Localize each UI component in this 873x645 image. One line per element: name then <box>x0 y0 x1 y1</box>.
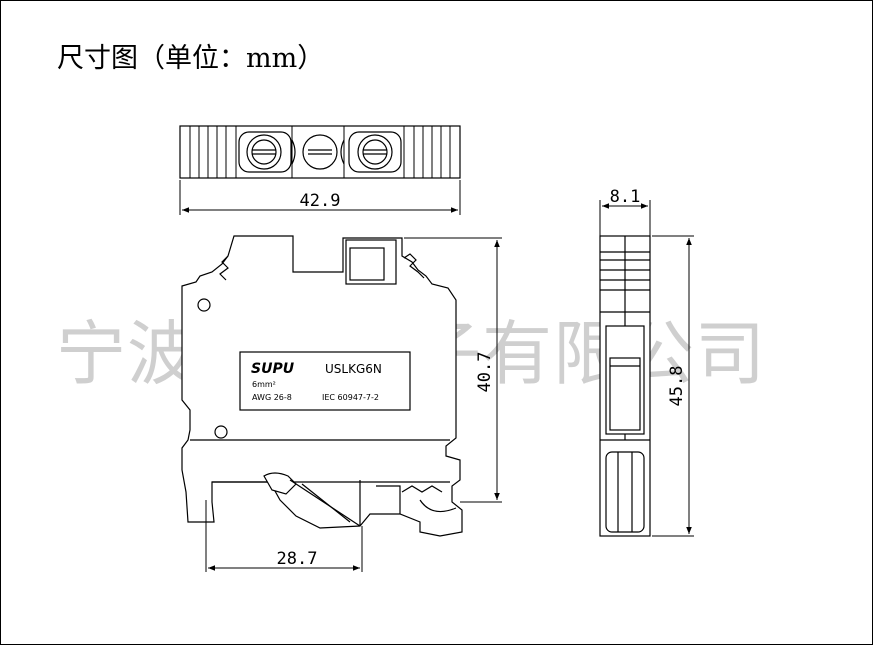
marking-label: SUPU USLKG6N 6mm² AWG 26-8 IEC 60947-7-2 <box>239 351 411 411</box>
drawing-title: 尺寸图（单位：mm） <box>57 43 325 74</box>
dimension-side-width-value: 8.1 <box>610 187 641 207</box>
side-view <box>599 235 651 537</box>
dimension-top-width <box>179 180 461 215</box>
label-model: USLKG6N <box>325 362 382 376</box>
label-awg: AWG 26-8 <box>252 393 292 402</box>
label-cross-section: 6mm² <box>252 380 276 389</box>
dimension-side-height-value: 45.8 <box>667 366 687 407</box>
label-standard: IEC 60947-7-2 <box>322 393 379 402</box>
dimension-side-width <box>599 200 651 236</box>
dimension-side-height <box>652 235 694 537</box>
screw-left-icon <box>246 134 282 170</box>
dimension-base-width <box>205 500 363 572</box>
dimension-front-height-value: 40.7 <box>475 352 495 393</box>
label-brand: SUPU <box>251 361 295 377</box>
screw-right-icon <box>357 134 393 170</box>
dimension-base-width-value: 28.7 <box>277 549 318 569</box>
screw-middle-icon <box>302 134 338 170</box>
top-view <box>179 125 461 179</box>
dimension-front-height <box>404 237 502 503</box>
dimension-top-width-value: 42.9 <box>300 191 341 211</box>
